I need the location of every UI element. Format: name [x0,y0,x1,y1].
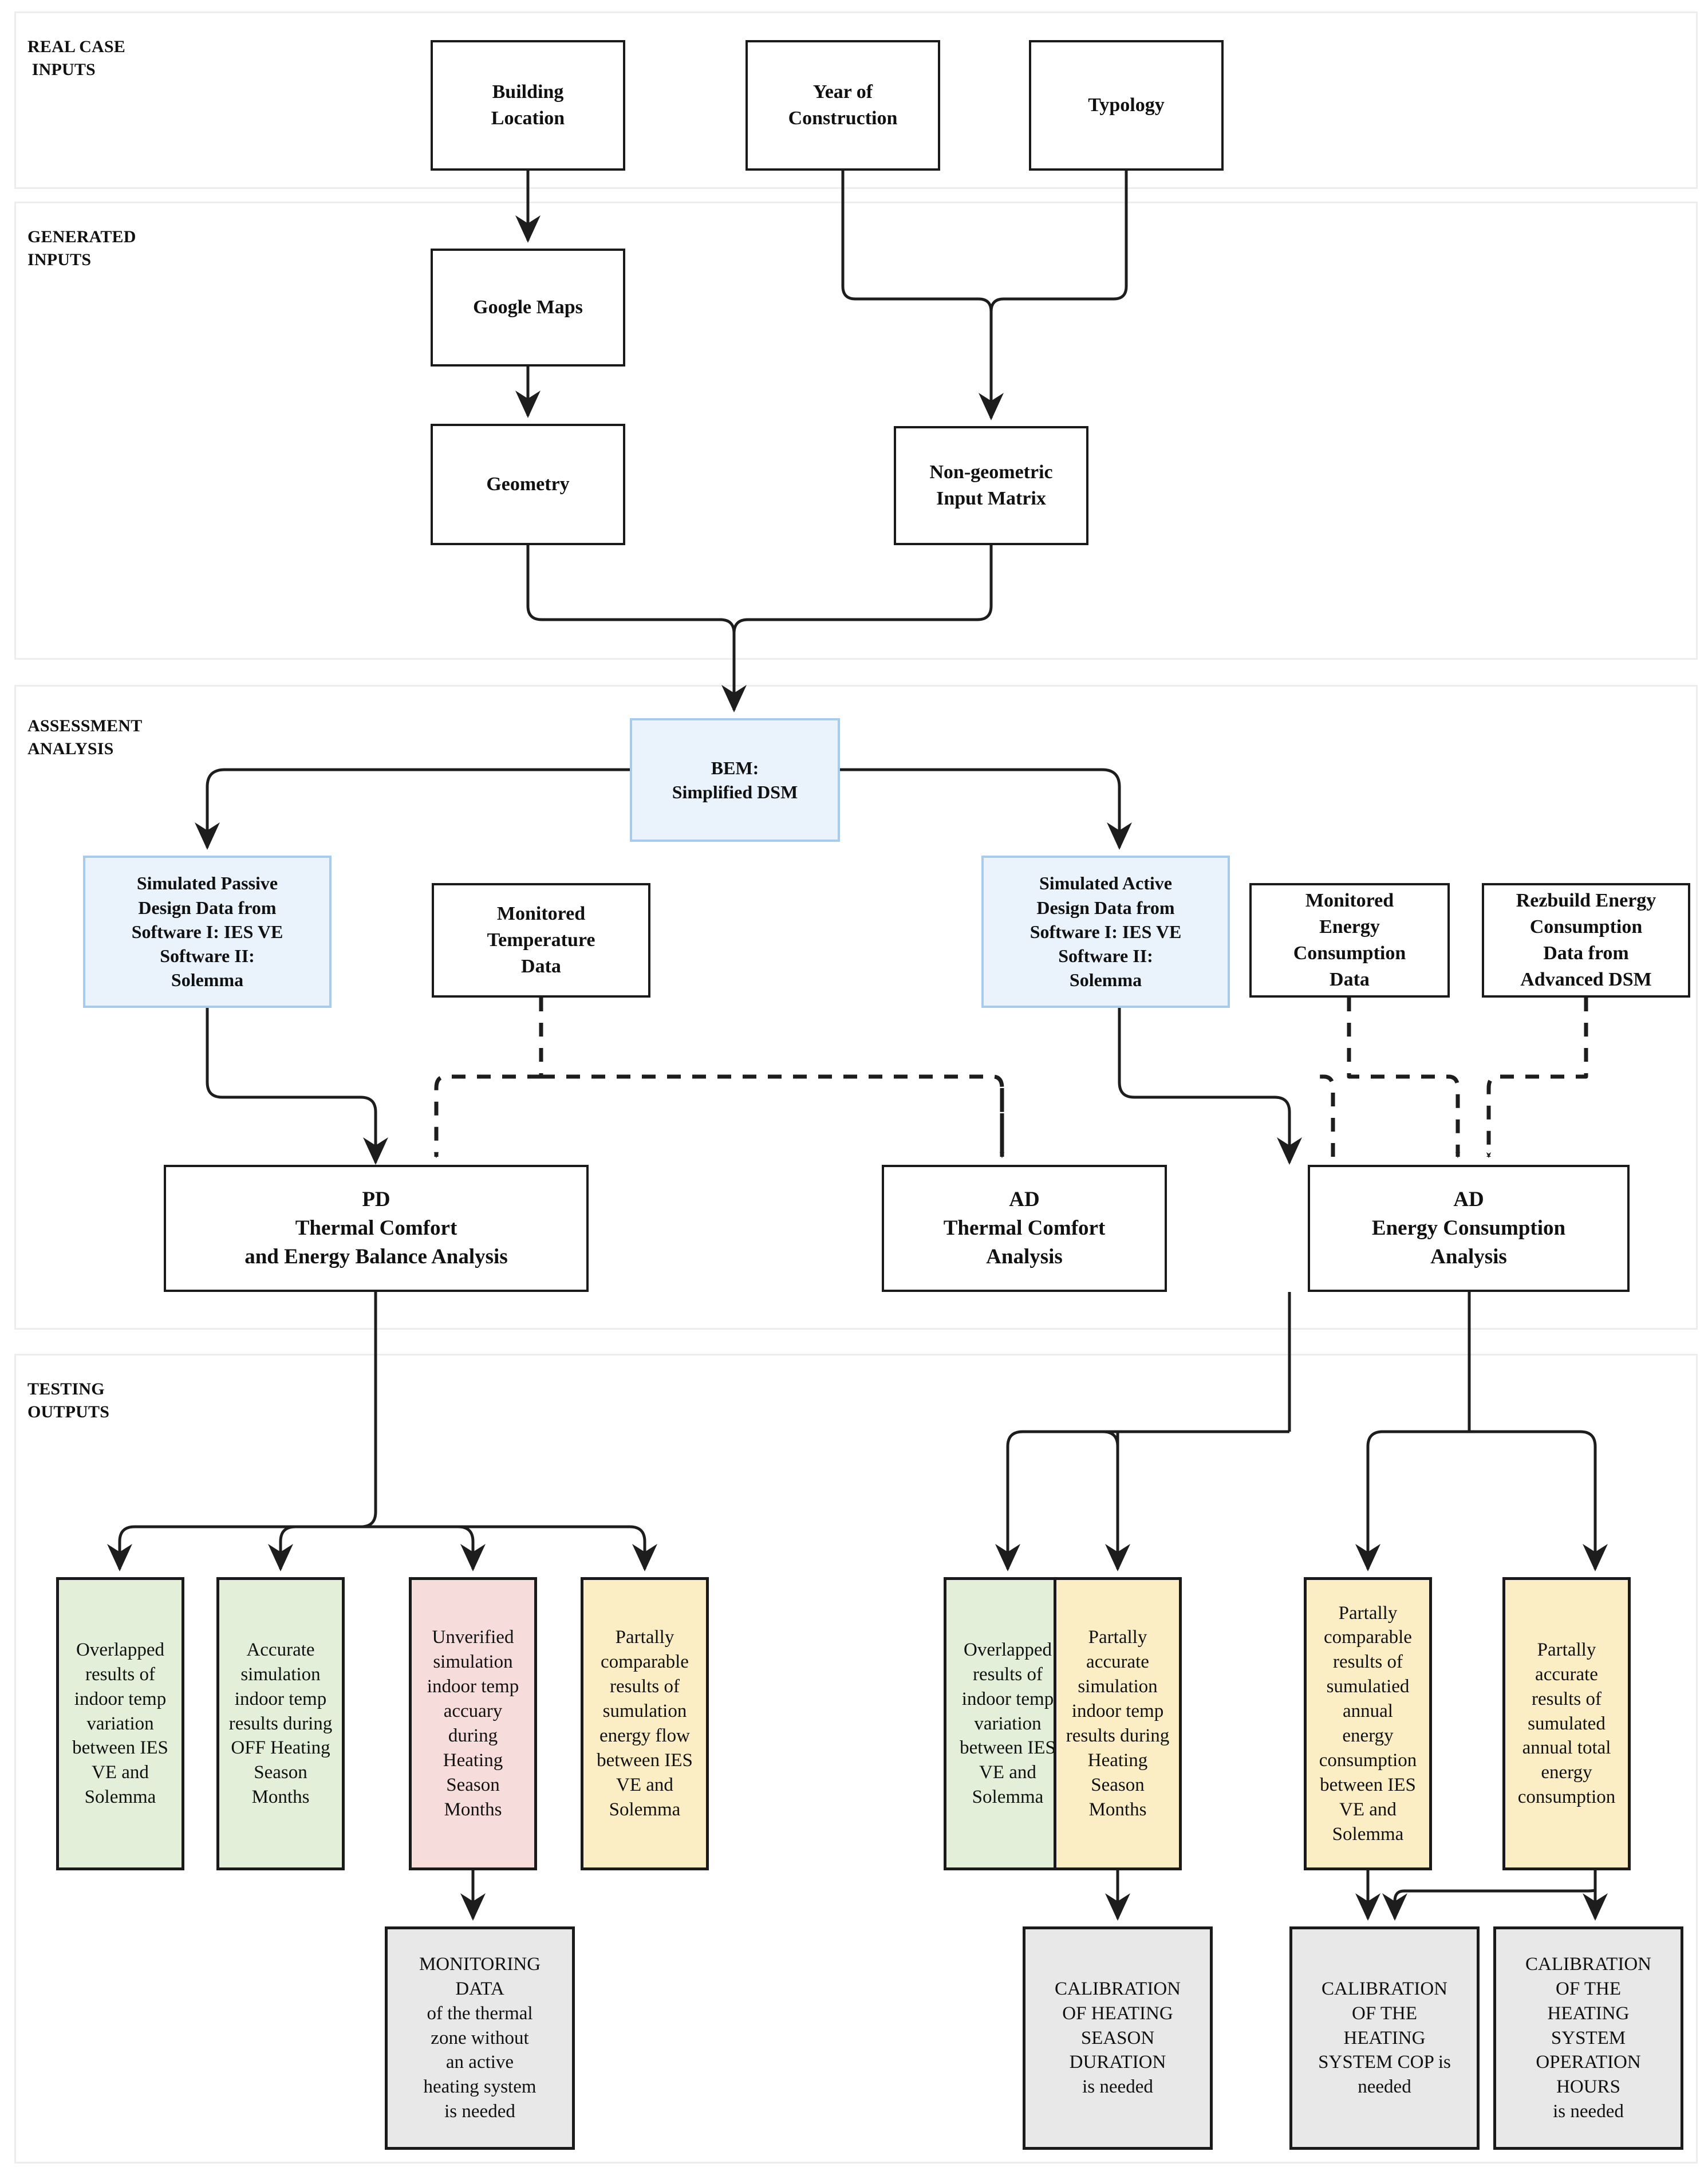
node-geometry[interactable]: Geometry [431,424,625,545]
node-typology[interactable]: Typology [1029,40,1224,171]
node-bem-label: BEM:Simplified DSM [672,757,798,802]
node-google-maps[interactable]: Google Maps [431,249,625,367]
node-bem-simplified-dsm[interactable]: BEM:Simplified DSM [630,718,840,842]
node-google-maps-label: Google Maps [473,296,583,318]
node-typology-label: Typology [1088,94,1165,116]
node-geometry-label: Geometry [486,473,570,495]
band-generated-inputs [14,202,1698,660]
band-label-real-case-inputs: REAL CASE INPUTS [27,37,126,79]
band-testing-outputs [14,1354,1698,2164]
